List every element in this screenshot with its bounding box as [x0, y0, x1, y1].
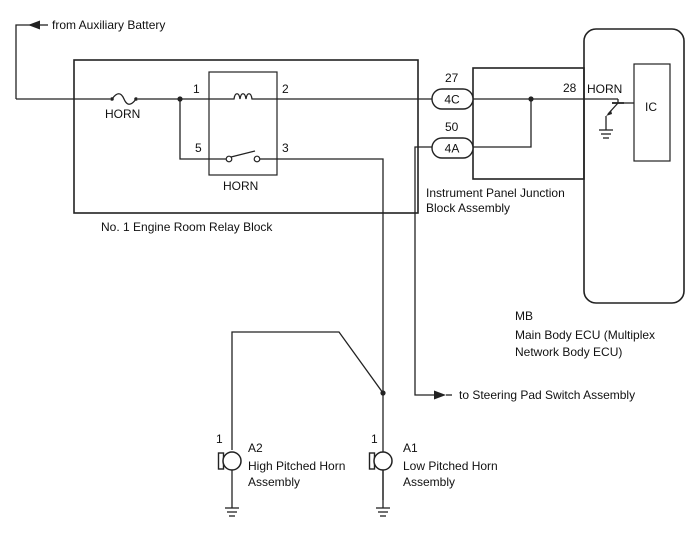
engine-room-relay-block: No. 1 Engine Room Relay Block HORN HORN … [73, 59, 432, 234]
relay-pin-3: 3 [282, 141, 289, 155]
a1-label-2: Assembly [403, 475, 455, 489]
ecu-ground-icon [599, 129, 613, 139]
relay-pin-1: 1 [193, 82, 200, 96]
relay-label: HORN [223, 179, 258, 193]
a2-ground-icon [225, 507, 239, 517]
relay-pin-2: 2 [282, 82, 289, 96]
connector-4c-pin: 27 [445, 71, 459, 85]
fuse-label: HORN [105, 107, 140, 121]
relay-switch-icon [225, 150, 261, 163]
ecu-ic-box [633, 63, 671, 162]
a2-label-2: Assembly [248, 475, 300, 489]
ecu-label-2: Network Body ECU) [515, 345, 622, 359]
high-pitched-horn: 1 A2 High Pitched Horn Assembly [216, 432, 345, 517]
ecu-ic-label: IC [645, 100, 657, 114]
junction-block-label-2: Block Assembly [426, 201, 510, 215]
horn-fuse-icon [110, 93, 138, 105]
ecu-horn-label: HORN [587, 82, 622, 96]
arrow-left-icon [28, 20, 40, 30]
aux-battery-feed: from Auxiliary Battery [15, 18, 165, 100]
ecu-outline [583, 28, 685, 304]
horn-a2-icon [217, 451, 242, 471]
a1-pin: 1 [371, 432, 378, 446]
connector-4a-pin: 50 [445, 120, 459, 134]
horn-feed-wire [276, 158, 384, 500]
horn-splice [231, 331, 386, 450]
connector-4c-label: 4C [444, 93, 460, 107]
a2-label-1: High Pitched Horn [248, 459, 345, 473]
a2-pin: 1 [216, 432, 223, 446]
relay-outline [208, 71, 278, 176]
ecu-code: MB [515, 309, 533, 323]
relay-pin-5: 5 [195, 141, 202, 155]
main-body-ecu: HORN IC MB Main Body ECU (Multiplex Netw… [515, 28, 685, 359]
connector-4a-label: 4A [445, 142, 460, 156]
steering-label: to Steering Pad Switch Assembly [459, 388, 635, 402]
connector-4a [431, 137, 474, 159]
splice-node [380, 390, 386, 396]
relay-block-outline [73, 59, 419, 214]
relay-block-label: No. 1 Engine Room Relay Block [101, 220, 273, 234]
horn-a1-icon [368, 451, 393, 471]
steering-pad-wire: to Steering Pad Switch Assembly [414, 146, 635, 402]
aux-battery-label: from Auxiliary Battery [52, 18, 165, 32]
arrow-right-icon [434, 390, 446, 400]
a1-code: A1 [403, 441, 418, 455]
a1-label-1: Low Pitched Horn [403, 459, 498, 473]
ecu-label-1: Main Body ECU (Multiplex [515, 328, 655, 342]
junction-block-label-1: Instrument Panel Junction [426, 186, 565, 200]
instrument-panel-junction-block: Instrument Panel Junction Block Assembly… [426, 67, 618, 215]
low-pitched-horn: 1 A1 Low Pitched Horn Assembly [368, 432, 498, 517]
a1-ground-icon [376, 507, 390, 517]
relay-coil-icon [232, 93, 254, 100]
ecu-pin-28: 28 [563, 81, 577, 95]
transistor-icon [605, 99, 634, 130]
a2-code: A2 [248, 441, 263, 455]
